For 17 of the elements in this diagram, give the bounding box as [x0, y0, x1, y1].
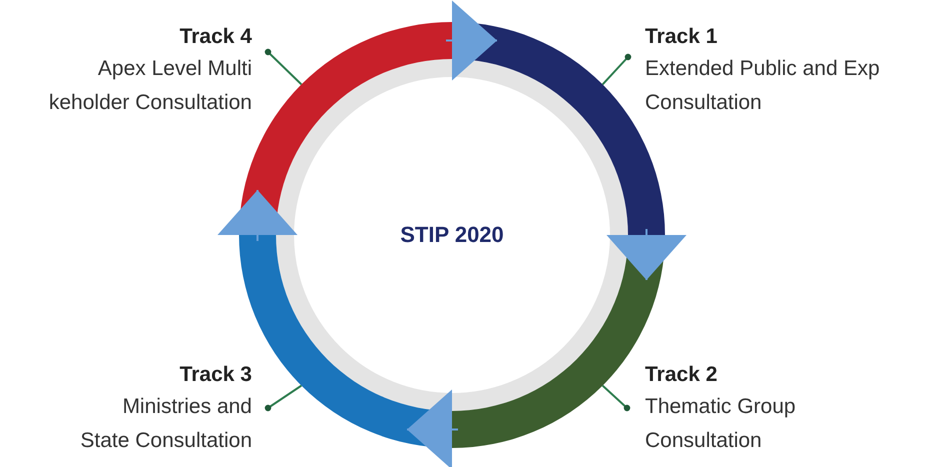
cycle-arrow — [407, 390, 458, 467]
cycle-arrow — [606, 229, 686, 280]
track-heading: Track 3 — [178, 362, 252, 388]
track-description: Ministries and State Consultation — [79, 394, 252, 454]
cycle-arrow — [446, 0, 497, 80]
track-heading: Track 2 — [645, 362, 718, 388]
track-description: Apex Level Multi keholder Consultation — [48, 56, 252, 116]
cycle-arrow — [218, 190, 298, 241]
track-heading: Track 4 — [178, 24, 252, 50]
leader-line — [602, 54, 632, 86]
track-description: Thematic Group Consultation — [645, 394, 797, 454]
leader-line — [602, 384, 630, 412]
center-label: STIP 2020 — [400, 222, 504, 248]
track-heading: Track 1 — [645, 24, 718, 50]
leader-line — [264, 384, 302, 412]
track-description: Extended Public and Exp Consultation — [645, 56, 881, 116]
leader-line — [264, 48, 302, 86]
